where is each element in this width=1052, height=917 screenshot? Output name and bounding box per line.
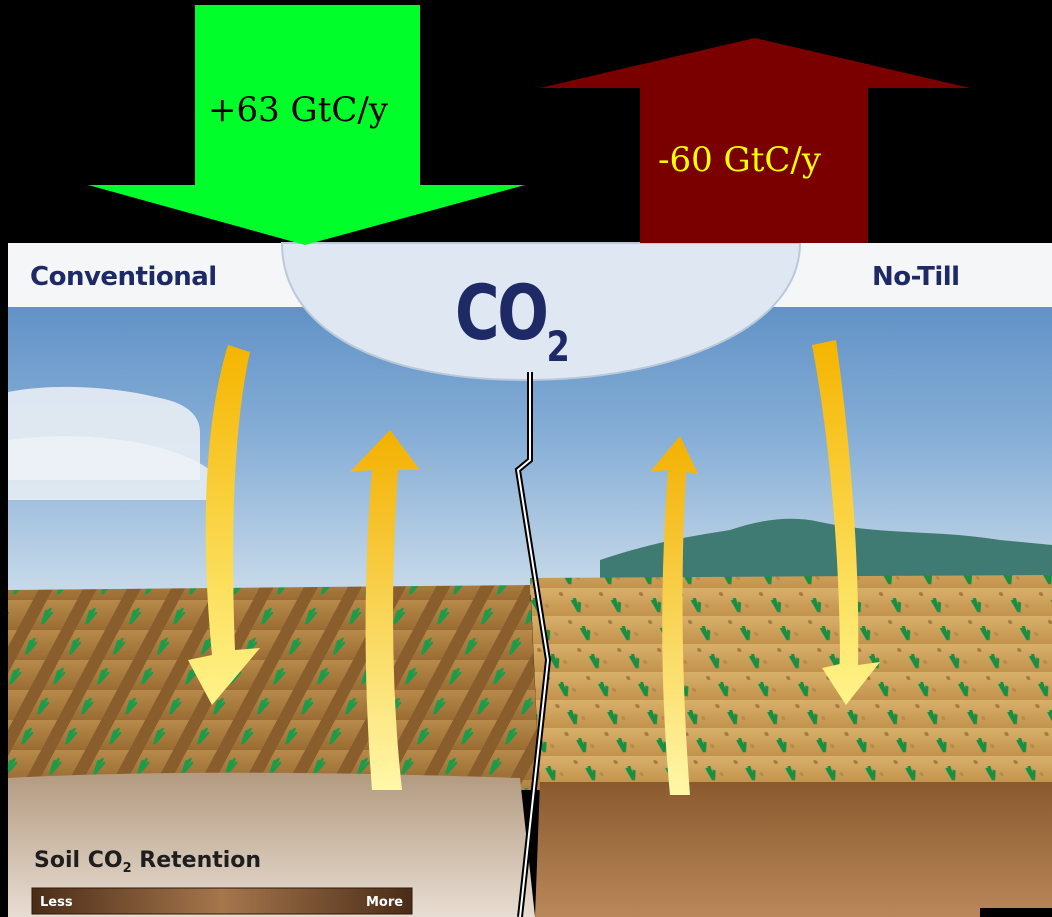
co2-label-main: CO	[455, 268, 549, 357]
outgoing-flux-arrow	[540, 38, 970, 243]
soil-retention-title: Soil CO2 Retention	[34, 848, 261, 876]
co2-release-arrow	[650, 436, 698, 795]
co2-absorption-arrow	[188, 345, 260, 705]
co2-cloud-bubble	[280, 242, 802, 382]
no-till-field	[530, 575, 1052, 790]
soil-title-main: Soil CO	[34, 848, 123, 873]
soil-title-subscript: 2	[122, 861, 132, 876]
incoming-flux-label: +63 GtC/y	[208, 90, 389, 130]
illustration-panel	[8, 242, 1052, 917]
outgoing-flux-label: -60 GtC/y	[658, 140, 822, 180]
incoming-flux-arrow	[88, 5, 525, 245]
no-till-soil-layer	[535, 782, 1052, 917]
no-till-label: No-Till	[872, 262, 960, 292]
conventional-soil-layer	[8, 772, 535, 917]
soil-title-rest: Retention	[131, 848, 262, 873]
co2-absorption-arrow	[812, 340, 880, 705]
co2-label: CO2	[455, 268, 570, 371]
conventional-label: Conventional	[30, 262, 217, 292]
frame-corner	[980, 908, 1052, 917]
cloud-shape	[8, 436, 210, 500]
co2-release-arrow	[350, 430, 420, 790]
soil-retention-scale-bar	[31, 887, 413, 915]
divider-line-highlight	[516, 372, 550, 917]
conventional-field	[8, 585, 540, 790]
scale-high-label: More	[366, 895, 404, 910]
scale-low-label: Less	[40, 895, 73, 910]
co2-label-subscript: 2	[546, 322, 570, 371]
